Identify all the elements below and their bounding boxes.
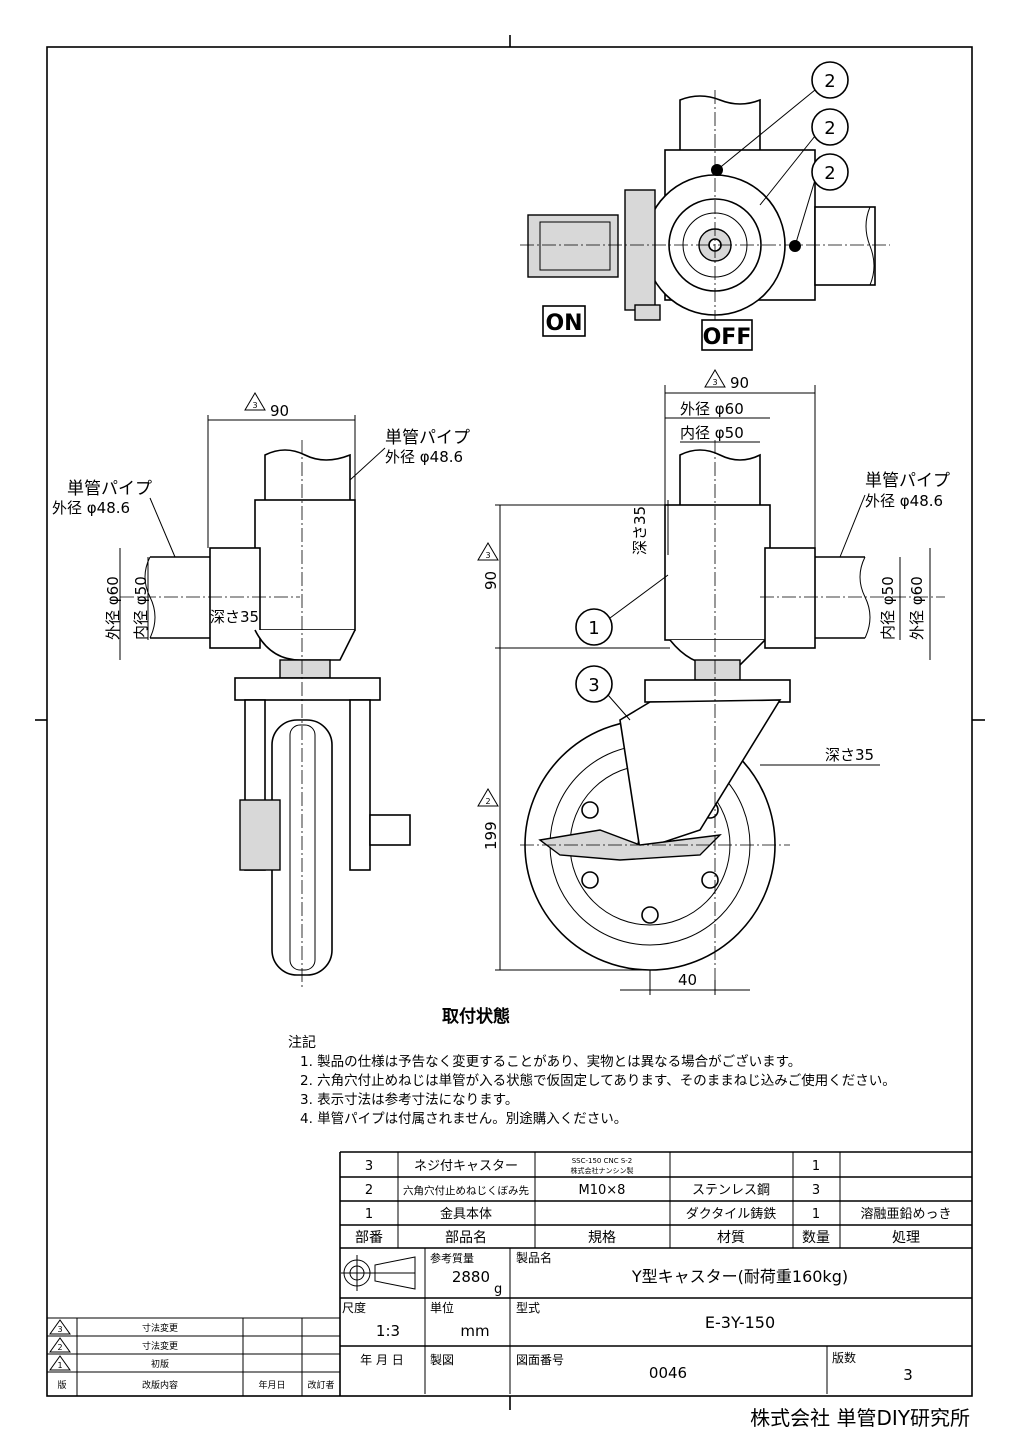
revision-content: 寸法変更: [142, 1340, 178, 1352]
part-spec-maker: 株式会社ナンシン製: [571, 1166, 634, 1175]
part-no: 2: [365, 1183, 373, 1198]
revision-mark: 2: [485, 797, 490, 806]
revision-mark: 3: [712, 378, 717, 387]
mass-unit: g: [494, 1282, 502, 1297]
balloon-part-2b: [811, 108, 849, 146]
part-name: ネジ付キャスター: [414, 1159, 518, 1174]
pipe-label: 単管パイプ: [865, 471, 950, 491]
off-label: OFF: [703, 325, 752, 350]
notes: 注記 1. 製品の仕様は予告なく変更することがあり、実物とは異なる場合がございま…: [288, 1034, 896, 1127]
part-name: 金具本体: [440, 1206, 492, 1222]
balloon-label: 1: [588, 618, 599, 639]
balloon-label: 2: [824, 118, 835, 139]
header-qty: 数量: [802, 1230, 830, 1246]
header-reviser: 改訂者: [307, 1379, 334, 1391]
part-name: 六角穴付止めねじくぼみ先: [403, 1184, 529, 1197]
product-name: Y型キャスター(耐荷重160kg): [631, 1267, 848, 1286]
product-label: 製品名: [516, 1250, 552, 1265]
part-no: 1: [365, 1207, 373, 1222]
pipe-label: 単管パイプ: [385, 428, 470, 448]
header-date: 年月日: [258, 1379, 285, 1391]
part-qty: 1: [812, 1207, 820, 1222]
pipe-od-label: 外径 φ48.6: [865, 492, 943, 510]
view-caption: 取付状態: [442, 1006, 510, 1027]
part-material: ダクタイル鋳鉄: [686, 1206, 776, 1222]
note-item: 1. 製品の仕様は予告なく変更することがあり、実物とは異なる場合がございます。: [300, 1053, 801, 1070]
part-no: 3: [365, 1159, 373, 1174]
part-material: ステンレス鋼: [692, 1183, 770, 1198]
model-value: E-3Y-150: [705, 1313, 775, 1332]
dimension-id: 内径 φ50: [132, 576, 150, 640]
balloon-label: 2: [824, 71, 835, 92]
part-spec: SSC-150 CNC S-2: [572, 1157, 633, 1165]
dimension-width: 90: [270, 402, 289, 420]
scale-label: 尺度: [342, 1300, 366, 1315]
notes-title: 注記: [288, 1034, 316, 1051]
balloon-part-3: [575, 665, 613, 703]
model-label: 型式: [516, 1301, 540, 1315]
unit-value: mm: [460, 1322, 489, 1340]
revision-no: 2: [57, 1343, 62, 1352]
scale-value: 1:3: [376, 1322, 400, 1340]
dimension-depth: 深さ35: [210, 608, 259, 626]
third-angle-projection-icon: [341, 1255, 416, 1291]
dimension-od: 外径 φ60: [680, 400, 744, 418]
parts-list: 3 ネジ付キャスター SSC-150 CNC S-2 株式会社ナンシン製 1 2…: [339, 1151, 972, 1396]
note-item: 3. 表示寸法は参考寸法になります。: [300, 1091, 518, 1108]
balloon-part-2a: [811, 61, 849, 99]
balloon-part-2c: [811, 153, 849, 191]
balloon-label: 3: [588, 675, 599, 696]
dimension-height-body: 90: [482, 571, 500, 590]
revision-mark: 3: [252, 401, 257, 410]
header-rev: 版: [57, 1379, 66, 1391]
dimension-height-wheel: 199: [482, 821, 500, 850]
dimension-offset: 40: [678, 971, 697, 989]
dimension-od: 外径 φ60: [104, 576, 122, 640]
edition-label: 版数: [832, 1350, 856, 1365]
front-view: 3 90 外径 φ60 内径 φ50 深さ35 単管パイプ 外径 φ48.6 外…: [477, 369, 950, 995]
company-name: 株式会社 単管DIY研究所: [750, 1406, 970, 1430]
revision-mark: 3: [485, 551, 490, 560]
part-qty: 3: [812, 1183, 820, 1198]
on-label: ON: [545, 311, 582, 336]
date-label: 年 月 日: [360, 1353, 404, 1367]
revision-content: 初版: [151, 1358, 169, 1370]
header-spec: 規格: [588, 1230, 616, 1246]
header-no: 部番: [355, 1230, 383, 1246]
part-qty: 1: [812, 1159, 820, 1174]
drafter-label: 製図: [430, 1353, 454, 1367]
mass-label: 参考質量: [430, 1251, 474, 1265]
side-view: 3 90 単管パイプ 外径 φ48.6 単管パイプ 外径 φ48.6 外径 φ6…: [52, 392, 470, 990]
dimension-id: 内径 φ50: [879, 576, 897, 640]
part-treatment: 溶融亜鉛めっき: [860, 1207, 951, 1222]
part-spec: M10×8: [579, 1183, 626, 1198]
dimension-id: 内径 φ50: [680, 424, 744, 442]
dimension-depth: 深さ35: [825, 746, 874, 764]
drawing-no-label: 図面番号: [516, 1353, 564, 1367]
pipe-od-label: 外径 φ48.6: [385, 448, 463, 466]
balloon-label: 2: [824, 163, 835, 184]
revision-no: 1: [57, 1361, 62, 1370]
dimension-depth: 深さ35: [631, 506, 649, 555]
header-treatment: 処理: [892, 1230, 920, 1246]
unit-label: 単位: [430, 1300, 454, 1315]
note-item: 2. 六角穴付止めねじは単管が入る状態で仮固定してあります、そのままねじ込みご使…: [300, 1072, 896, 1089]
header-content: 改版内容: [142, 1379, 178, 1391]
edition-value: 3: [903, 1366, 913, 1384]
dimension-od: 外径 φ60: [908, 576, 926, 640]
pipe-label: 単管パイプ: [67, 479, 152, 499]
pipe-od-label: 外径 φ48.6: [52, 499, 130, 517]
revision-content: 寸法変更: [142, 1322, 178, 1334]
header-material: 材質: [717, 1230, 745, 1246]
revision-table: 3 寸法変更 2 寸法変更 1 初版 版 改版内容 年月日 改訂者: [47, 1317, 340, 1396]
drawing-no: 0046: [649, 1364, 687, 1382]
note-item: 4. 単管パイプは付属されません。別途購入ください。: [300, 1110, 627, 1127]
balloon-part-1: [575, 608, 613, 646]
top-view: 2 2 2 ON OFF: [520, 61, 890, 351]
revision-no: 3: [57, 1325, 62, 1334]
mass-value: 2880: [452, 1268, 490, 1286]
title-block: 参考質量 2880 g 製品名 Y型キャスター(耐荷重160kg) 尺度 1:3…: [341, 1250, 913, 1384]
dimension-width: 90: [730, 374, 749, 392]
header-name: 部品名: [445, 1230, 487, 1246]
